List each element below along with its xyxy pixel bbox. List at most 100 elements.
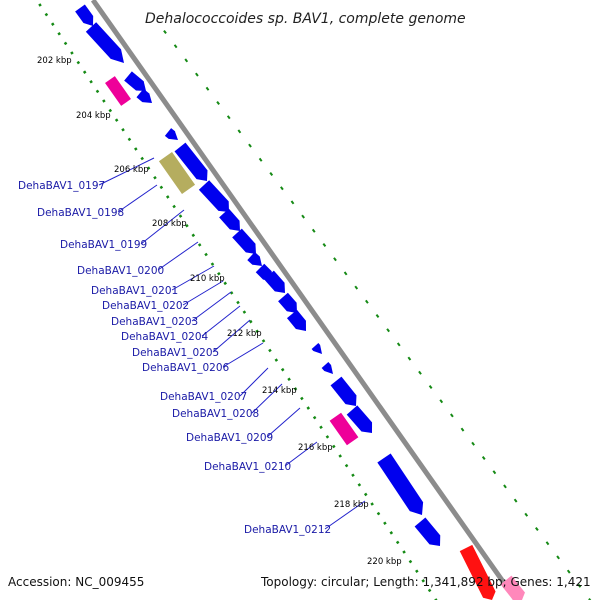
gene-label-0207[interactable]: DehaBAV1_0207 <box>160 391 247 403</box>
cds-arrow-0203[interactable] <box>247 251 265 270</box>
gene-label-0202[interactable]: DehaBAV1_0202 <box>102 300 189 312</box>
gene-label-0210[interactable]: DehaBAV1_0210 <box>204 461 291 473</box>
cds-arrow-0201[interactable] <box>219 208 245 236</box>
cds-arrow-downstream-2[interactable] <box>414 517 446 551</box>
gene-label-0205[interactable]: DehaBAV1_0205 <box>132 347 219 359</box>
ruler-dot <box>205 86 210 91</box>
ruler-dot <box>274 358 279 362</box>
ruler-dot <box>217 271 221 276</box>
cds-arrow-0208[interactable] <box>311 343 326 357</box>
ruler-dot <box>242 310 247 314</box>
ruler-dot <box>76 60 81 65</box>
cds-arrow-0210[interactable] <box>330 376 362 411</box>
gene-label-0201[interactable]: DehaBAV1_0201 <box>91 285 178 297</box>
leader-lines-layer <box>98 157 366 530</box>
tick-label-210kbp: 210 kbp <box>190 274 225 284</box>
cds-arrow-0212[interactable] <box>346 405 378 437</box>
ruler-dot <box>89 80 93 84</box>
cds-arrow-0206[interactable] <box>278 292 302 318</box>
cds-arrow-0209[interactable] <box>321 362 337 377</box>
rrna-feature-0198[interactable] <box>158 152 196 194</box>
ruler-dot <box>255 329 259 334</box>
gene-label-0198[interactable]: DehaBAV1_0198 <box>37 207 124 219</box>
genome-summary-text: Topology: circular; Length: 1,341,892 bp… <box>260 575 591 589</box>
ruler-dot <box>428 384 433 390</box>
leader-line-0208 <box>251 383 283 414</box>
ruler-dot <box>408 559 413 564</box>
ruler-dot <box>545 541 550 546</box>
leader-line-0204 <box>201 305 241 337</box>
ruler-dot <box>290 200 295 205</box>
ruler-dot <box>354 285 359 290</box>
ruler-dot <box>95 89 100 94</box>
cds-arrow-0199[interactable] <box>174 142 213 186</box>
ruler-dot <box>173 44 178 49</box>
ruler-dot <box>114 118 119 122</box>
cds-arrow-0202[interactable] <box>232 228 261 259</box>
gene-label-0197[interactable]: DehaBAV1_0197 <box>18 180 105 192</box>
trna-feature-0211[interactable] <box>329 412 359 446</box>
ruler-dot <box>524 512 529 517</box>
ruler-dot <box>293 387 298 391</box>
gene-label-0203[interactable]: DehaBAV1_0203 <box>111 316 198 328</box>
ruler-dot <box>577 583 582 588</box>
ruler-dot <box>102 99 106 103</box>
ruler-dot <box>325 435 330 439</box>
ruler-dot <box>556 555 560 560</box>
gene-label-0199[interactable]: DehaBAV1_0199 <box>60 239 147 251</box>
outer-ruler-track <box>163 29 592 600</box>
ruler-dot <box>70 51 74 55</box>
cds-arrow-downstream-1[interactable] <box>377 453 428 520</box>
gene-label-0206[interactable]: DehaBAV1_0206 <box>142 362 230 374</box>
ruler-dot <box>439 399 444 404</box>
cds-arrow-0197[interactable] <box>164 128 181 144</box>
ruler-dot <box>195 72 199 77</box>
leader-line-0205 <box>212 319 251 353</box>
ruler-dot <box>63 41 68 46</box>
red-feature-downstream[interactable] <box>459 544 499 600</box>
leader-line-0207 <box>239 367 269 397</box>
ruler-dot <box>140 156 144 161</box>
ruler-dot <box>269 171 274 177</box>
ruler-dot <box>415 569 419 573</box>
ruler-dot <box>357 483 362 487</box>
tick-label-216kbp: 216 kbp <box>298 443 333 453</box>
ruler-dot <box>588 597 592 600</box>
ruler-dot <box>223 281 228 286</box>
ruler-dot <box>108 108 113 113</box>
gene-label-0200[interactable]: DehaBAV1_0200 <box>77 265 164 277</box>
ruler-dot <box>418 370 422 375</box>
cds-arrow-upstream-1[interactable] <box>75 4 98 29</box>
ruler-dot <box>333 257 337 262</box>
ruler-dot <box>301 214 305 219</box>
ruler-dot <box>434 598 438 600</box>
ruler-dot <box>389 531 394 535</box>
gene-label-0212[interactable]: DehaBAV1_0212 <box>244 524 331 536</box>
cds-arrow-upstream-4[interactable] <box>136 88 155 107</box>
cds-arrow-0205[interactable] <box>264 270 290 298</box>
ruler-dot <box>375 313 380 319</box>
ruler-dot <box>237 129 242 134</box>
ruler-dot <box>343 271 348 276</box>
cds-arrow-upstream-3[interactable] <box>124 71 150 95</box>
cds-arrow-0200[interactable] <box>198 180 234 217</box>
ruler-dot <box>402 550 406 554</box>
ruler-dot <box>566 569 571 574</box>
leader-line-0198 <box>117 184 158 213</box>
gene-label-0208[interactable]: DehaBAV1_0208 <box>172 408 259 420</box>
ruler-dot <box>421 579 426 583</box>
cds-arrow-0207[interactable] <box>286 309 311 335</box>
ruler-dot <box>146 166 151 170</box>
ruler-dot <box>134 147 138 151</box>
ruler-dot <box>280 186 284 191</box>
cds-arrow-upstream-2[interactable] <box>85 22 129 67</box>
genome-backbone <box>90 0 519 600</box>
gene-label-0209[interactable]: DehaBAV1_0209 <box>186 432 273 444</box>
leader-line-0210 <box>284 441 318 467</box>
pink-feature-downstream[interactable] <box>500 575 528 600</box>
trna-feature-1[interactable] <box>105 76 131 106</box>
gene-label-0204[interactable]: DehaBAV1_0204 <box>121 331 209 343</box>
tick-label-204kbp: 204 kbp <box>76 111 111 121</box>
